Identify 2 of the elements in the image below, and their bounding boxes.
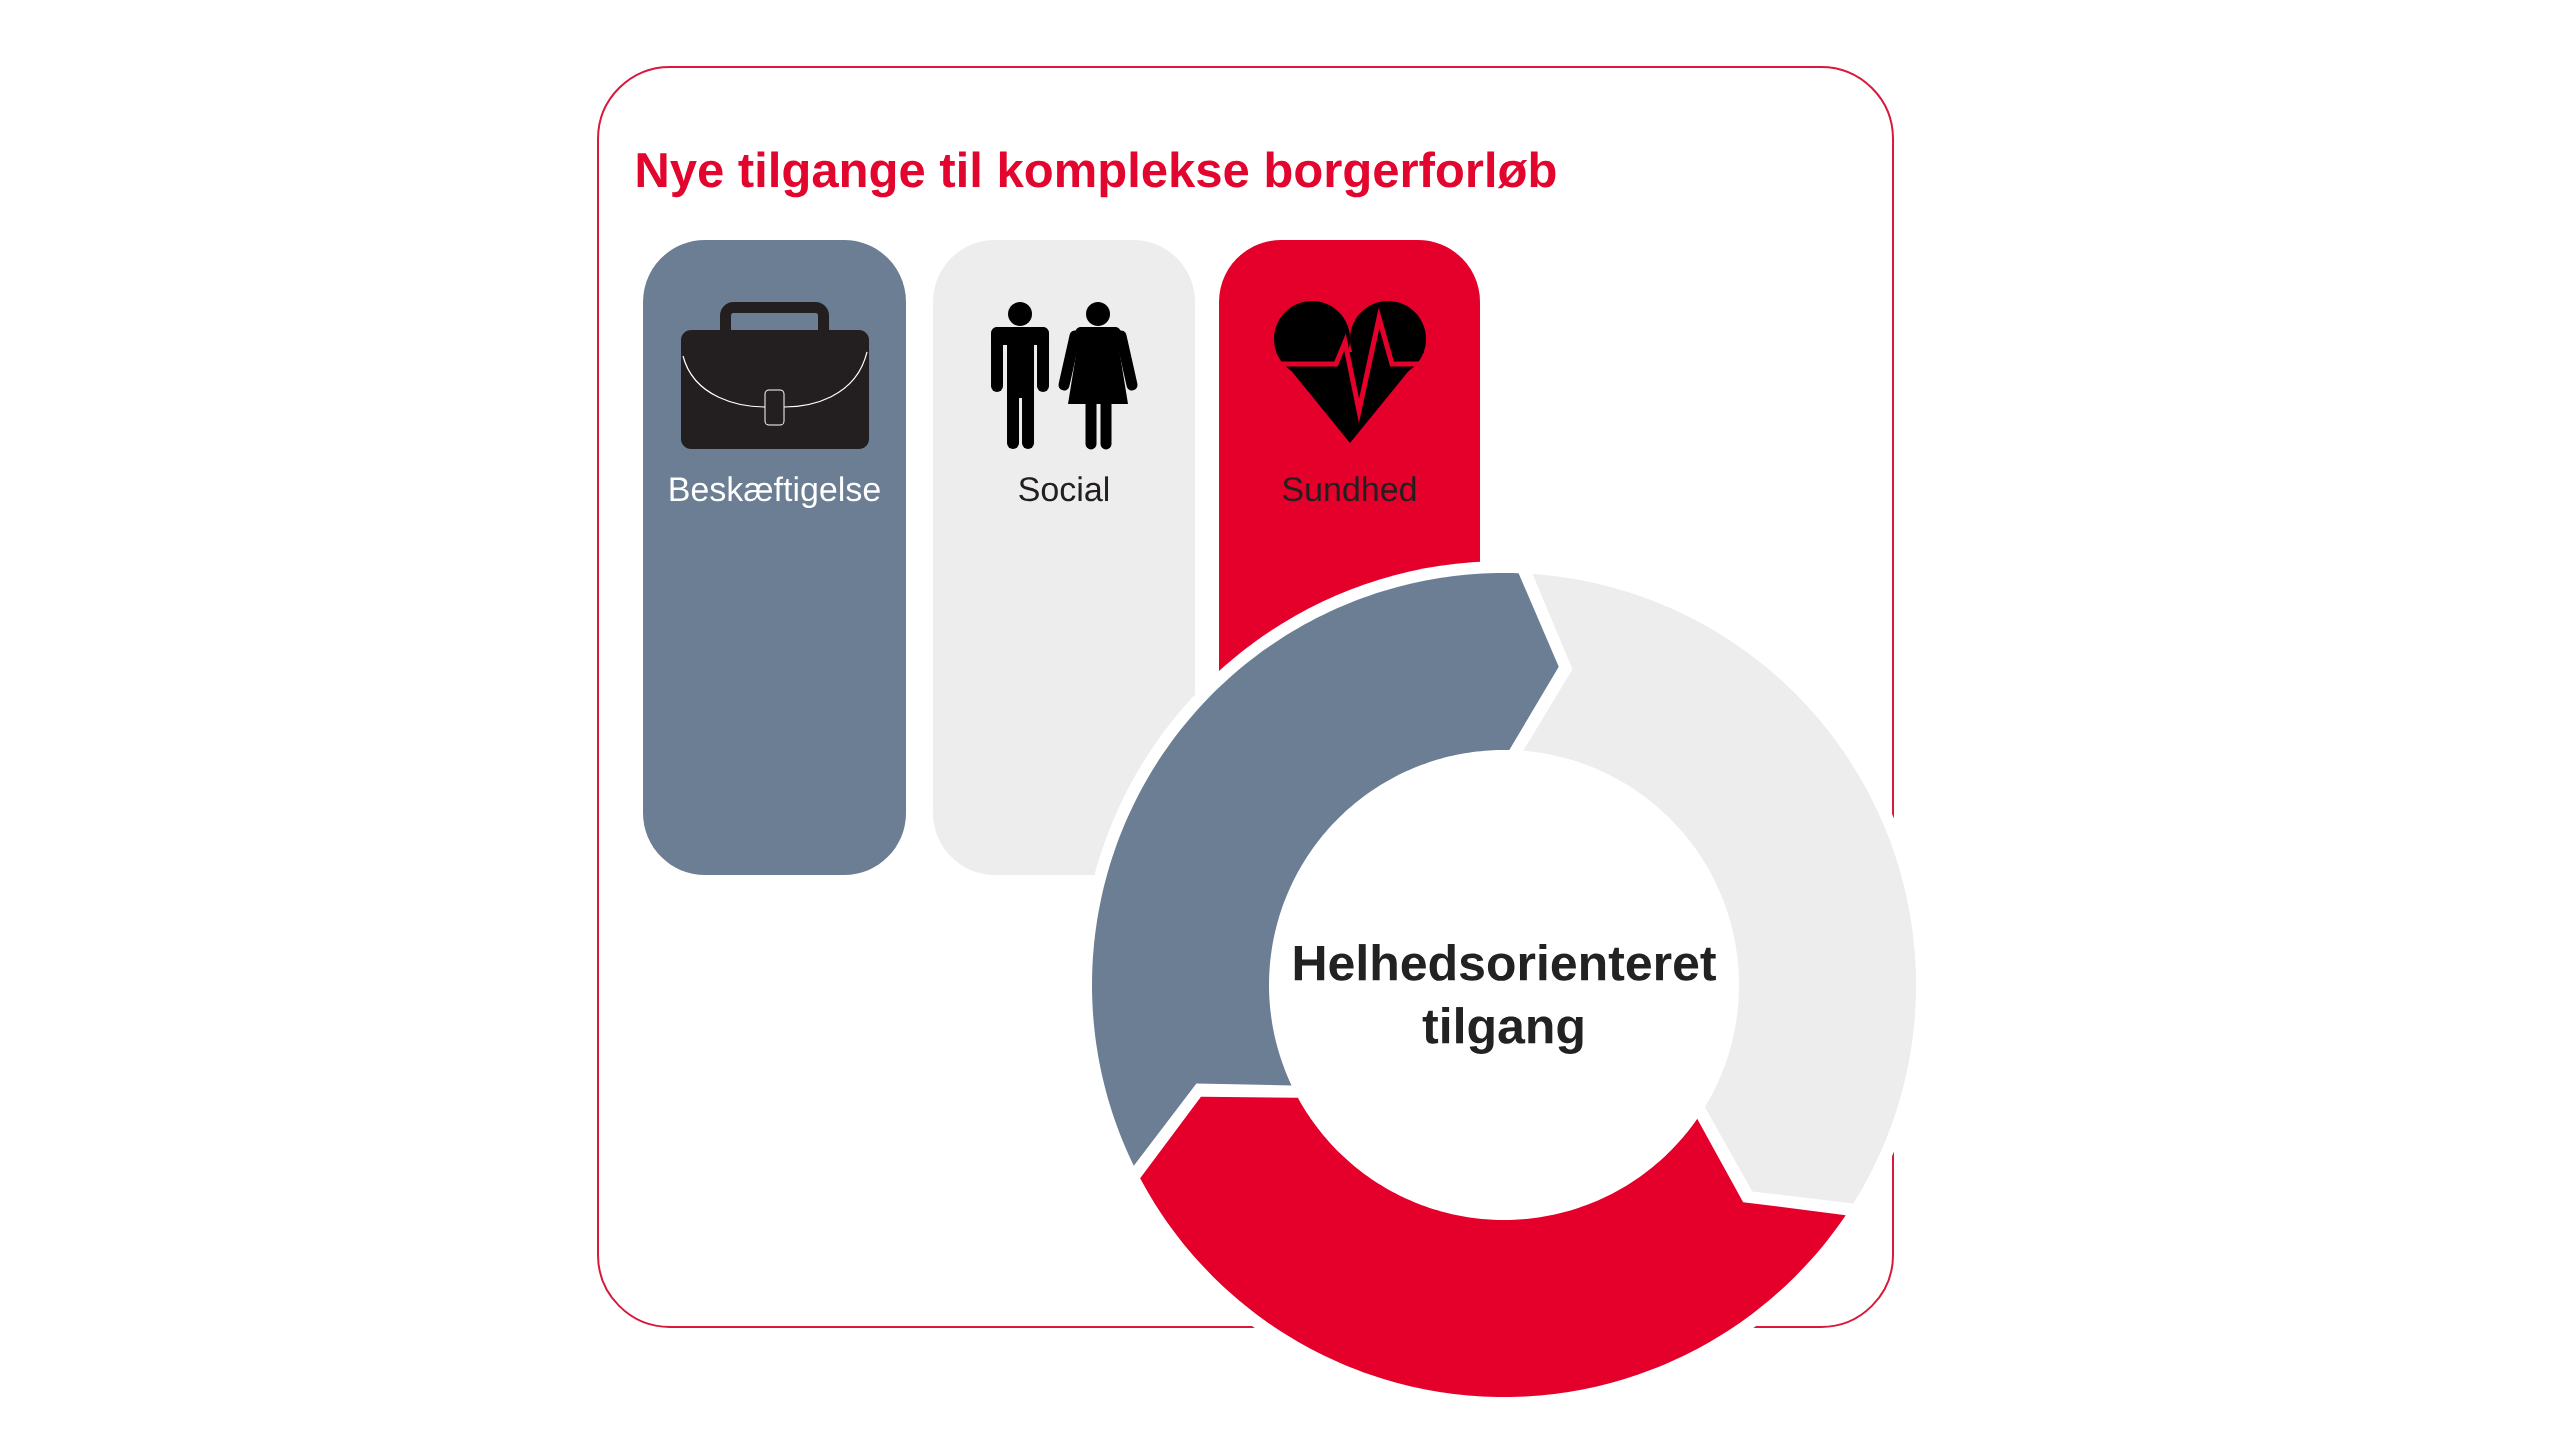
center-label: Helhedsorienteret tilgang (1294, 944, 1716, 1054)
title: Nye tilgange til komplekse borgerforløb (637, 151, 1556, 198)
